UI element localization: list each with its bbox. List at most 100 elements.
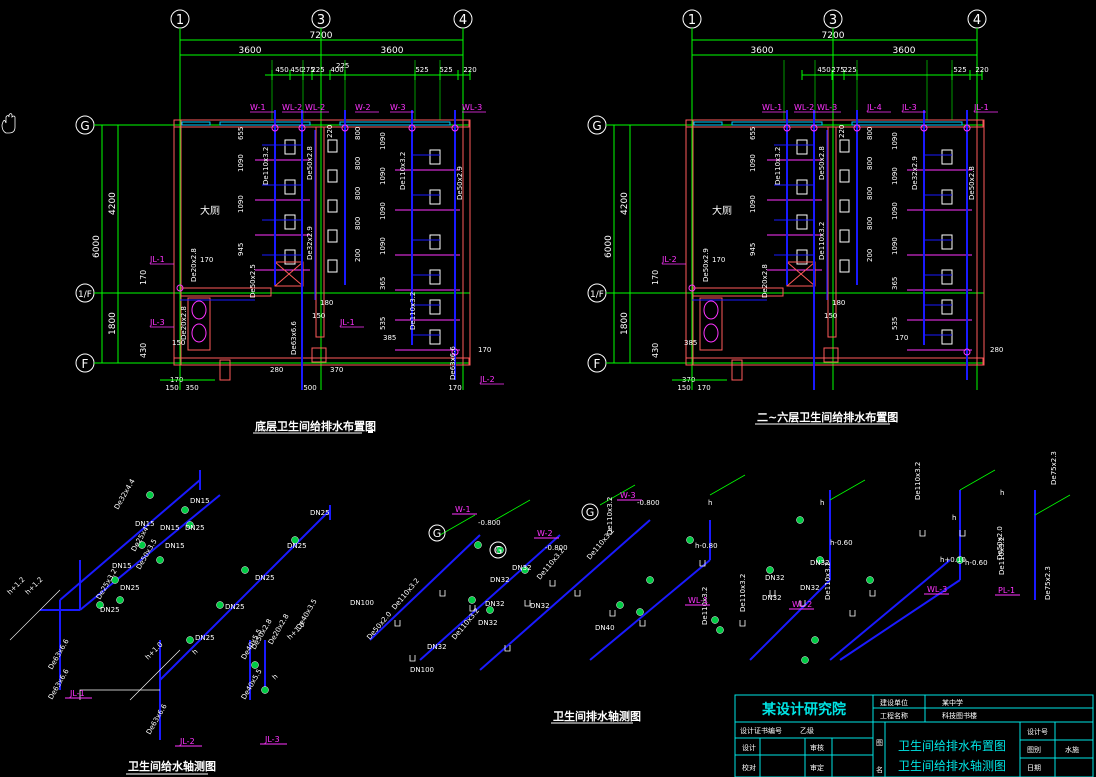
riser-symbol	[341, 124, 349, 132]
axis-bubble-g: G	[587, 115, 607, 135]
riser-tag: WL-1	[688, 596, 708, 605]
axis-label: G	[586, 506, 595, 519]
dim-left-lower: 1800	[108, 312, 118, 335]
pan-hand-icon[interactable]	[1, 113, 16, 134]
svg-text:名: 名	[876, 765, 883, 774]
trap-symbol	[799, 600, 806, 607]
axis-bubble-1f: 1/F	[75, 283, 95, 303]
pipe-label: De110x3.2	[409, 292, 417, 330]
drain-pipe	[749, 579, 831, 661]
dim-text: 800	[866, 157, 874, 170]
axis-bubble-g	[428, 524, 446, 542]
trap-symbol	[869, 590, 876, 597]
pipe-label: h	[1000, 489, 1004, 497]
supply-isometric: h+1.2DN15DN15DN15DN25DN15DN15DN25DN25DN2…	[6, 470, 331, 775]
svg-text:科技图书楼: 科技图书楼	[942, 711, 977, 720]
toilet-fixture	[284, 214, 296, 230]
valve-symbol	[116, 596, 124, 604]
trap-symbol	[469, 605, 476, 612]
pipe-label: DN25	[120, 584, 140, 592]
pipe-label: De110x3.2	[824, 562, 832, 600]
riser-tag: JL-2	[479, 375, 495, 384]
pipe-label: De110x3.2	[998, 537, 1006, 575]
dim-text: 350	[185, 384, 198, 392]
pipe-label: DN32	[530, 602, 550, 610]
fixtures	[699, 139, 972, 351]
valve-symbol	[251, 661, 259, 669]
riser-symbol	[810, 124, 818, 132]
riser-tag: JL-2	[179, 737, 195, 746]
cleanout-symbol	[766, 566, 774, 574]
valve-symbol	[186, 521, 194, 529]
drain-pipe	[589, 559, 711, 661]
dim-text: 1090	[379, 167, 387, 185]
pipes	[688, 110, 971, 390]
axis-bubble-g: G	[75, 115, 95, 135]
pipe-label: De32x2.9	[306, 226, 314, 260]
drain-pipe	[839, 579, 961, 661]
pipe-label: DN15	[135, 520, 155, 528]
pipe-label: DN15	[160, 524, 180, 532]
riser-tag: PL-1	[998, 586, 1015, 595]
urinal-fixture	[839, 259, 850, 273]
urinal-fixture	[839, 169, 850, 183]
urinal-fixture	[327, 169, 338, 183]
dim-text: 800	[354, 217, 362, 230]
trap-symbol	[769, 590, 776, 597]
dim-text: 450	[275, 66, 288, 74]
svg-text:水施: 水施	[1065, 745, 1079, 754]
axis-bubble-4: 4	[453, 9, 473, 29]
trap-symbol	[699, 560, 706, 567]
pipe-label: DN40	[595, 624, 615, 632]
dim-text: 525	[439, 66, 452, 74]
pipe-label: h-0.80	[695, 542, 718, 550]
svg-text:1: 1	[176, 13, 184, 28]
dim-text: 280	[270, 366, 283, 374]
dim-text: 1090	[237, 154, 245, 172]
level-line	[1034, 494, 1071, 516]
urinal-fixture	[327, 139, 338, 153]
pipe-label: DN15	[190, 497, 210, 505]
pipe-label: De32x4.4	[113, 477, 137, 511]
riser-tag: JL-4	[866, 103, 882, 112]
valve-symbol	[156, 556, 164, 564]
dim-text: 170	[478, 346, 491, 354]
pipe-label: De63x6.6	[47, 637, 71, 671]
svg-text:1/F: 1/F	[78, 290, 92, 300]
dim-text: 200	[354, 249, 362, 262]
trap-symbol	[849, 610, 856, 617]
riser-tag: W-2	[355, 103, 371, 112]
trap-symbol	[409, 655, 416, 662]
pipe-label: h+0.10	[940, 556, 966, 564]
axis-label: G	[433, 527, 442, 540]
trap-symbol	[919, 530, 926, 537]
riser-tag: JL-3	[264, 735, 280, 744]
axis-bubble-3: 3	[823, 9, 843, 29]
trap-symbol	[639, 620, 646, 627]
mop-sink-cross	[274, 261, 304, 287]
svg-text:3600: 3600	[893, 46, 916, 56]
valve-symbol	[261, 686, 269, 694]
valve-symbol	[181, 506, 189, 514]
svg-text:3600: 3600	[751, 46, 774, 56]
riser-symbol	[688, 284, 696, 292]
trap-symbol	[394, 620, 401, 627]
riser-symbol	[271, 124, 279, 132]
pipe-label: DN15	[165, 542, 185, 550]
pipe-label: DN25	[255, 574, 275, 582]
pipe-label: De75x2.3	[1050, 451, 1058, 485]
riser-symbol	[920, 124, 928, 132]
drain-isometric: GGGDN100De50x2.0De110x3.2-0.800DN32DN32D…	[350, 451, 1071, 724]
dim-left-upper: 4200	[108, 192, 118, 215]
pipe-label: De110x3.2	[774, 147, 782, 185]
svg-text:工程名称: 工程名称	[880, 711, 908, 720]
level-line	[959, 469, 996, 491]
level-line	[129, 649, 181, 701]
toilet-fixture	[941, 234, 953, 250]
pipe-label: DN32	[810, 559, 830, 567]
dim-text: 800	[354, 187, 362, 200]
pipe-label: h	[271, 673, 280, 682]
basin	[191, 323, 207, 343]
